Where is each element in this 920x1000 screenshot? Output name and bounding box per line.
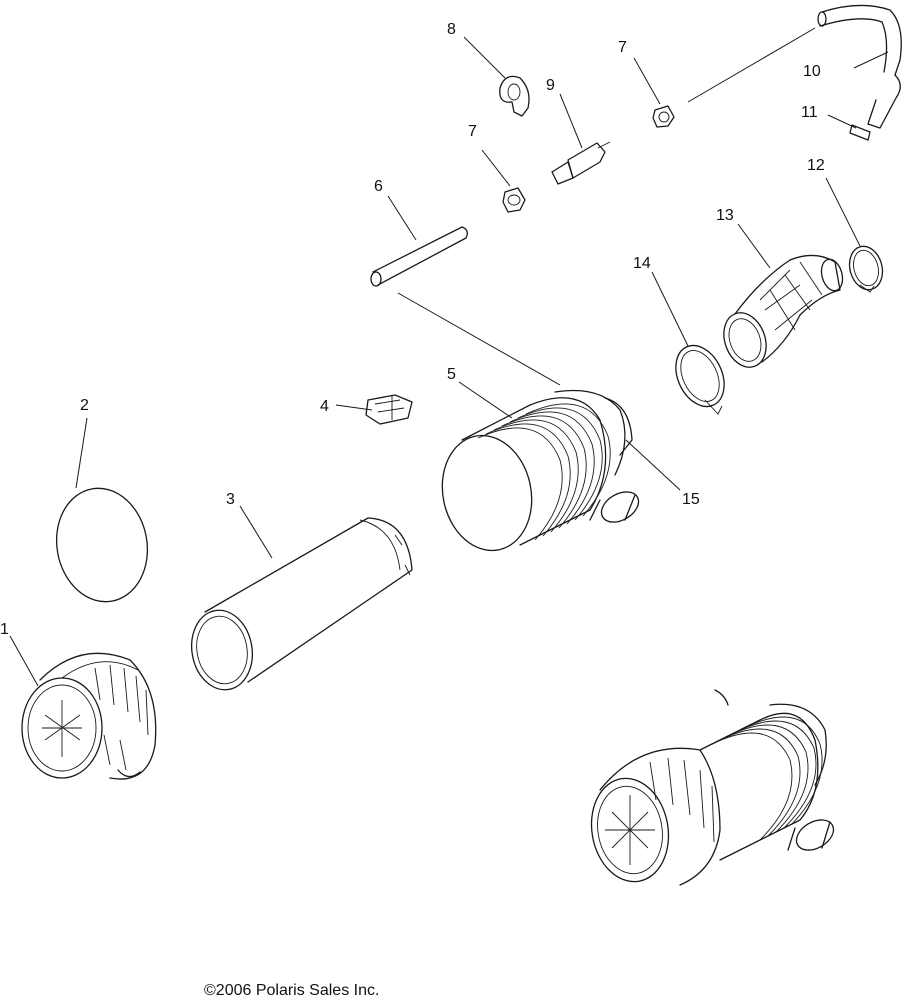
part-7-fitting-upper [652,105,675,128]
callout-7b: 7 [618,39,627,56]
part-7-fitting-lower [502,187,526,213]
callouts: 1 2 3 4 5 6 7 7 8 9 10 11 12 13 14 15 [0,21,825,638]
callout-1: 1 [0,621,9,638]
leader-10 [853,51,889,69]
part-11-clip [849,124,871,141]
callout-11: 11 [801,104,818,121]
callout-7a: 7 [468,123,477,140]
leader-7b [633,57,661,105]
part-1-end-cover [21,652,157,780]
callout-8: 8 [447,21,456,38]
callout-2: 2 [80,397,89,414]
callout-5: 5 [447,366,456,383]
callout-6: 6 [374,178,383,195]
leader-14 [651,271,689,347]
part-12-clamp [848,245,884,293]
leader-6 [387,195,417,241]
leader-4 [335,404,373,411]
callout-15: 15 [682,491,700,508]
part-4-clip [365,394,413,425]
callout-4: 4 [320,398,329,415]
leader-1 [9,635,39,687]
part-2-gasket [55,487,149,603]
callout-13: 13 [716,207,734,224]
callout-3: 3 [226,491,235,508]
leader-13 [737,223,771,269]
callout-14: 14 [633,255,651,272]
leader-8 [463,36,506,79]
part-10-hose [687,4,902,129]
part-14-clamp [675,344,725,415]
leader-5 [458,381,513,419]
part-13-intake-boot [723,254,844,368]
leader-12 [825,177,861,247]
leader-7a [481,149,511,187]
leader-15 [625,439,681,491]
part-3-filter-element [191,517,413,691]
assembled-airbox [590,689,835,886]
part-6-tube [370,226,561,386]
part-8-clamp [499,75,530,117]
leader-lines [9,36,889,687]
leader-11 [827,114,857,129]
leader-2 [75,417,88,489]
leader-9 [559,93,583,149]
leader-3 [239,505,273,559]
copyright-footer: ©2006 Polaris Sales Inc. [204,982,380,999]
callout-9: 9 [546,77,555,94]
callout-12: 12 [807,157,825,174]
callout-10: 10 [803,63,821,80]
part-9-valve [551,141,611,185]
part-5-airbox-housing [441,389,640,552]
